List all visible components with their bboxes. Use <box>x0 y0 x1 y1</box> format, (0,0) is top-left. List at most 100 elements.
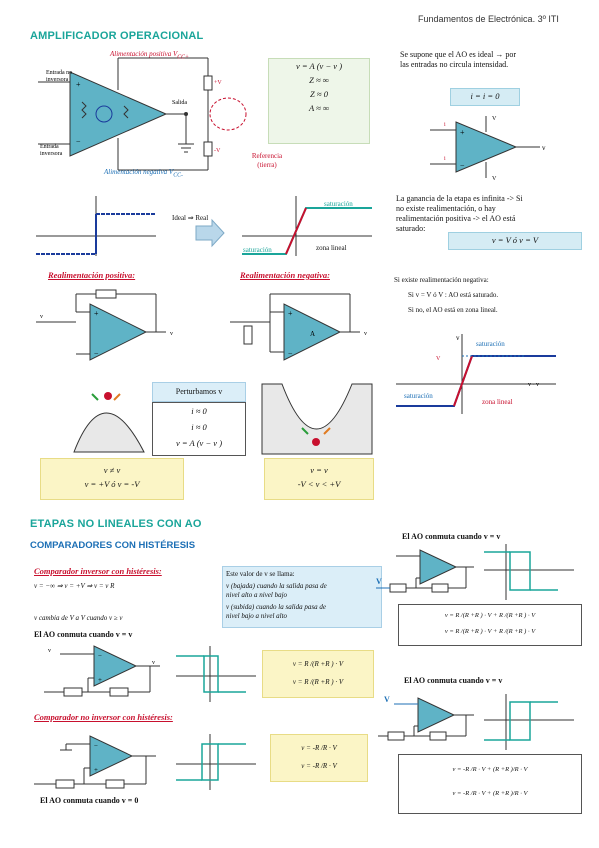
svg-text:−: − <box>98 652 102 660</box>
svg-text:V: V <box>492 176 497 182</box>
gain-text-line-1: La ganancia de la etapa es infinita -> S… <box>396 194 523 203</box>
right-bottom-eqs-box: v = -R /R · V + (R +R )/R · V v = -R /R … <box>398 754 582 814</box>
threshold-note-2: v (bajada) cuando la salida pasa de <box>226 582 327 590</box>
svg-text:inversora: inversora <box>46 77 69 83</box>
noninv-comparator-title: Comparador no inversor con histéresis: <box>34 712 173 722</box>
unstable-hill-illustration <box>73 392 145 453</box>
svg-text:−: − <box>94 349 99 358</box>
svg-text:V: V <box>436 356 441 362</box>
section-subtitle-comparators: COMPARADORES CON HISTÉRESIS <box>30 540 196 551</box>
neg-feedback-circuit: + − A v <box>230 293 367 361</box>
ideal-eqs-box: v = A (v − v ) Z ≈ ∞ Z ≈ 0 A ≈ ∞ <box>268 58 370 144</box>
svg-text:+: + <box>76 80 81 89</box>
threshold-note-4: v (subida) cuando la salida pasa de <box>226 603 326 611</box>
course-header: Fundamentos de Electrónica. 3º ITI <box>418 14 559 24</box>
svg-text:v: v <box>152 660 155 666</box>
noninv-threshold-1: v = -R /R · V <box>301 744 337 752</box>
neg-feedback-title: Realimentación negativa: <box>240 270 330 280</box>
svg-text:−: − <box>288 349 293 358</box>
svg-text:+: + <box>288 309 293 318</box>
right-bottom-eq-2: v = -R /R · V + (R +R )/R · V <box>452 790 528 797</box>
neg-fb-line-1: Si existe realimentación negativa: <box>394 276 489 284</box>
linear-zone-label-right: zona lineal <box>482 398 513 406</box>
noninv-switch-text: El AO conmuta cuando v = 0 <box>40 796 139 805</box>
transfer-graph-real: v V v - v <box>396 334 556 414</box>
svg-text:Salida: Salida <box>172 100 187 106</box>
svg-text:v: v <box>542 144 546 152</box>
right-top-eqs-box: v = R /(R +R ) · V + R /(R +R ) · V v = … <box>398 604 582 646</box>
perturb-eq-3: v = A (v − v ) <box>175 438 223 448</box>
sat-label-right-bottom: saturación <box>404 392 433 400</box>
svg-text:v: v <box>364 331 367 337</box>
right-cond-1: v = v <box>310 465 328 475</box>
inv-threshold-1: v = R /(R +R ) · V <box>292 660 344 668</box>
svg-text:inversora: inversora <box>40 151 63 157</box>
svg-text:−: − <box>94 742 98 750</box>
inv-eq-2: v cambia de V a V cuando v ≥ v <box>34 614 123 622</box>
svg-text:V: V <box>384 695 390 704</box>
right-cond-2: -V < v < +V <box>297 479 341 489</box>
ideal-eq-vo: v = A (v − v ) <box>295 61 343 71</box>
noninv-threshold-2: v = -R /R · V <box>301 762 337 770</box>
svg-text:+: + <box>460 128 465 137</box>
perturb-eq-1: i ≈ 0 <box>191 406 207 416</box>
neg-fb-text: Si existe realimentación negativa: Si v … <box>394 276 584 315</box>
inv-eq-1: v = −∞ ⇒ v = +V ⇒ v = v R <box>34 582 115 590</box>
perturb-eq-2: i ≈ 0 <box>191 422 207 432</box>
right-top-switch: El AO conmuta cuando v = v <box>402 532 501 541</box>
svg-text:v: v <box>456 334 460 342</box>
svg-text:A: A <box>310 330 315 338</box>
reference-label: Referencia (tierra) <box>251 152 283 169</box>
op-amp-block-diagram: Entrada no inversora Entrada inversora +… <box>38 57 247 171</box>
svg-text:+V: +V <box>214 80 222 86</box>
svg-text:V: V <box>376 577 382 586</box>
noninv-thresholds-box: v = -R /R · V v = -R /R · V <box>270 734 368 782</box>
ideal-eq-zin: Z ≈ ∞ <box>309 75 329 85</box>
perturb-eqs-box: i ≈ 0 i ≈ 0 v = A (v − v ) <box>152 402 246 456</box>
svg-text:Entrada: Entrada <box>40 144 59 150</box>
gain-text-line-3: realimentación positiva -> el AO está <box>396 214 516 223</box>
stable-valley-illustration <box>261 383 373 455</box>
neg-supply-label: Alimentación negativa VCC- <box>104 168 183 179</box>
inv-hysteresis-graph <box>176 646 256 702</box>
left-cond-2: v = +V ó v = -V <box>84 479 140 489</box>
linear-zone-label: zona lineal <box>316 244 347 252</box>
section-title-nonlinear: ETAPAS NO LINEALES CON AO <box>30 518 202 530</box>
saturation-label-bottom: saturación <box>243 246 272 254</box>
svg-text:i: i <box>444 122 446 128</box>
ideal-text-line-1: Se supone que el AO es ideal → por <box>400 50 516 59</box>
section-title-op-amp: AMPLIFICADOR OPERACIONAL <box>30 30 204 42</box>
threshold-note-box: Este valor de v se llama: v (bajada) cua… <box>222 566 382 628</box>
svg-text:Entrada no: Entrada no <box>46 70 72 76</box>
left-cond-1: v ≠ v <box>103 465 121 475</box>
pos-feedback-circuit: + − v v <box>36 289 173 361</box>
ideal-text-line-2: las entradas no circula intensidad. <box>400 60 509 69</box>
svg-text:v: v <box>170 331 173 337</box>
perturb-title-box: Perturbamos v <box>152 382 246 402</box>
right-bottom-hysteresis-graph <box>484 694 574 750</box>
right-top-eq-1: v = R /(R +R ) · V + R /(R +R ) · V <box>444 612 536 619</box>
saturation-label-top: saturación <box>324 200 353 208</box>
ideal-currents-box: i = i = 0 <box>450 88 520 106</box>
inv-thresholds-box: v = R /(R +R ) · V v = R /(R +R ) · V <box>262 650 374 698</box>
sat-label-right-top: saturación <box>476 340 505 348</box>
threshold-note-5: nivel bajo a nivel alto <box>226 612 288 620</box>
threshold-note-3: nivel alto a nivel bajo <box>226 591 288 599</box>
right-top-circuit: V <box>376 549 474 593</box>
svg-text:−: − <box>460 161 465 170</box>
svg-text:V: V <box>492 116 497 122</box>
ideal-text: Se supone que el AO es ideal → por las e… <box>400 50 580 70</box>
noninv-comparator-circuit: − + <box>34 735 156 789</box>
pos-feedback-title: Realimentación positiva: <box>48 270 136 280</box>
gain-text-line-2: no existe realimentación, o hay <box>396 204 496 213</box>
inv-comparator-title: Comparador inversor con histéresis: <box>34 566 162 576</box>
neg-fb-line-3: Si no, el AO está en zona lineal. <box>408 306 498 314</box>
inv-switch-text: El AO conmuta cuando v = v <box>34 630 133 639</box>
svg-text:+: + <box>98 676 102 684</box>
inv-threshold-2: v = R /(R +R ) · V <box>292 678 344 686</box>
svg-text:−: − <box>76 137 81 146</box>
svg-text:v - v: v - v <box>528 382 539 388</box>
noninv-hysteresis-graph <box>176 734 256 790</box>
right-bottom-eq-1: v = -R /R · V + (R +R )/R · V <box>452 766 528 773</box>
saturation-eq-box: v = V ó v = V <box>448 232 582 250</box>
